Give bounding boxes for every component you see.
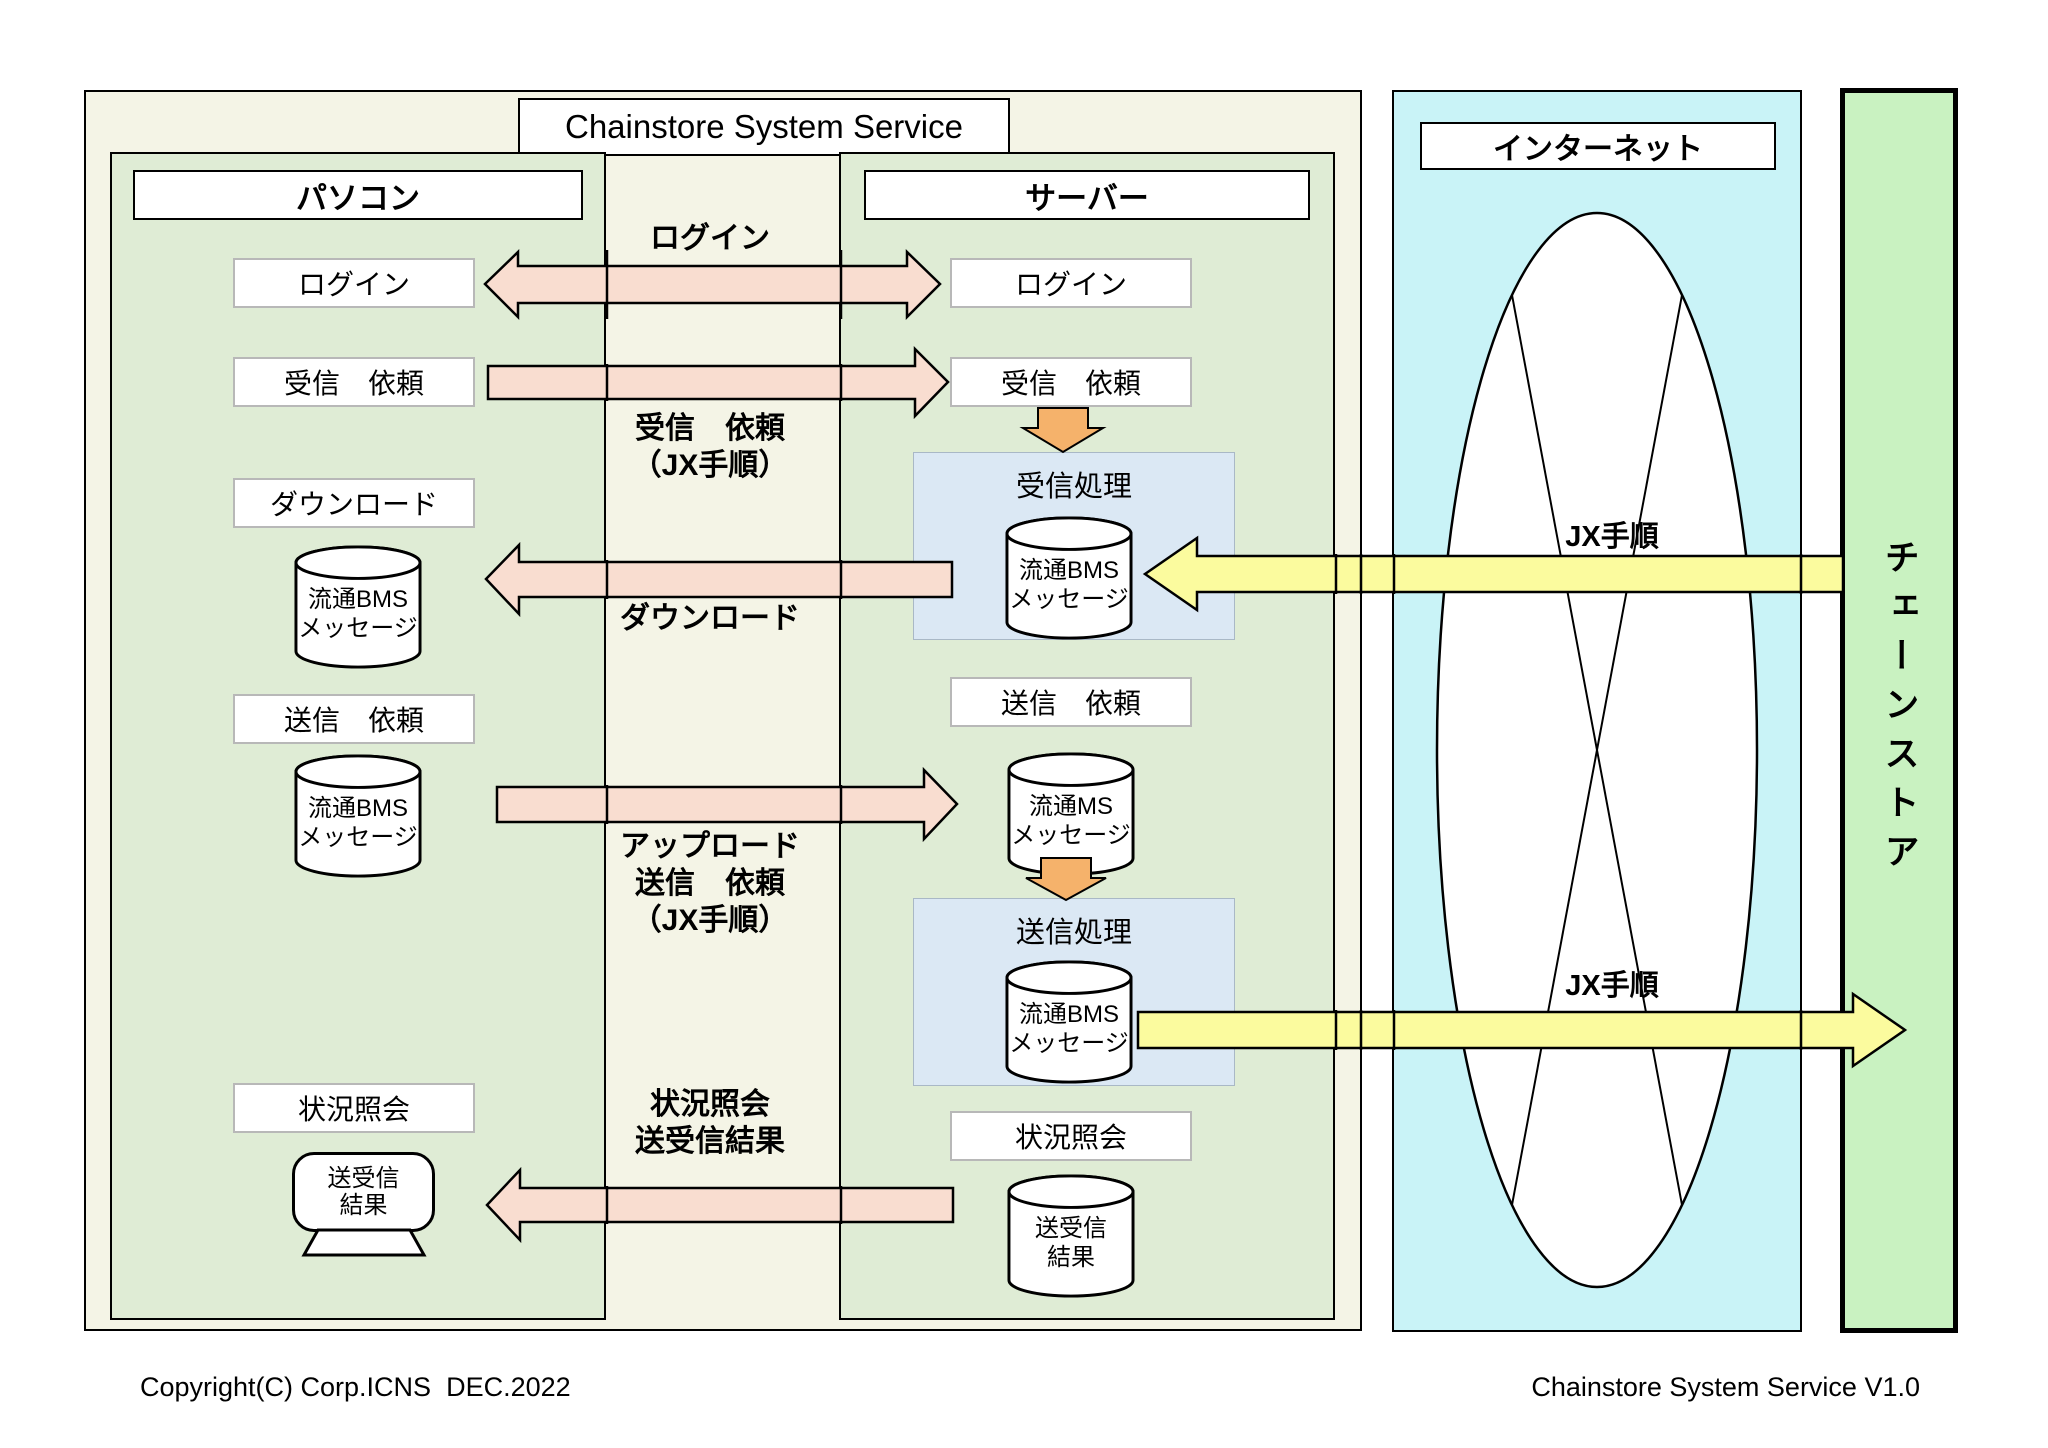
internet-box xyxy=(1392,90,1802,1332)
server-send-cylinder: 流通BMS メッセージ xyxy=(1003,958,1135,1086)
version-text: Chainstore System Service V1.0 xyxy=(1531,1372,1920,1402)
server-receive-cylinder: 流通BMS メッセージ xyxy=(1003,514,1135,642)
server-result-cylinder-label: 送受信 結果 xyxy=(1035,1215,1107,1271)
pc-upload-cylinder: 流通BMS メッセージ xyxy=(292,752,424,880)
pc-status-inquiry-box: 状況照会 xyxy=(233,1083,475,1133)
pc-column-title: パソコン xyxy=(296,180,420,216)
chainstore-box: チェーンストア xyxy=(1840,88,1958,1333)
page-title: Chainstore System Service xyxy=(565,108,963,145)
server-send-request-cylinder-label: 流通MS メッセージ xyxy=(1011,793,1131,849)
page-title-box: Chainstore System Service xyxy=(518,98,1010,156)
pc-result-monitor-label: 送受信 結果 xyxy=(327,1165,400,1219)
server-send-request-box: 送信 依頼 xyxy=(950,677,1192,727)
server-login-box: ログイン xyxy=(950,258,1192,308)
server-column-title-box: サーバー xyxy=(864,170,1310,220)
server-send-cylinder-label: 流通BMS メッセージ xyxy=(1009,1001,1129,1057)
pc-download-cylinder: 流通BMS メッセージ xyxy=(292,543,424,671)
cylinder-shape-icon xyxy=(294,754,422,878)
server-receive-request-label: 受信 依頼 xyxy=(1000,368,1141,399)
pc-download-box: ダウンロード xyxy=(233,478,475,528)
server-send-request-label: 送信 依頼 xyxy=(1000,688,1141,719)
pc-download-cylinder-label: 流通BMS メッセージ xyxy=(298,586,418,642)
server-result-cylinder: 送受信 結果 xyxy=(1005,1172,1137,1300)
server-receive-request-box: 受信 依頼 xyxy=(950,357,1192,407)
server-login-label: ログイン xyxy=(1014,269,1127,300)
pc-receive-request-box: 受信 依頼 xyxy=(233,357,475,407)
pc-send-request-label: 送信 依頼 xyxy=(283,705,424,736)
pc-send-request-box: 送信 依頼 xyxy=(233,694,475,744)
pc-login-box: ログイン xyxy=(233,258,475,308)
cylinder-shape-icon xyxy=(1007,752,1135,876)
flow-label-login: ログイン xyxy=(650,222,770,255)
server-receive-cylinder-label: 流通BMS メッセージ xyxy=(1009,557,1129,613)
pc-result-monitor: 送受信 結果 xyxy=(292,1152,435,1232)
flow-label-upload: アップロード 送信 依頼 （JX手順） xyxy=(620,830,800,937)
server-send-request-cylinder: 流通MS メッセージ xyxy=(1005,750,1137,878)
pc-column-title-box: パソコン xyxy=(133,170,583,220)
jx-label-top: JX手順 xyxy=(1565,521,1659,553)
pc-download-label: ダウンロード xyxy=(269,489,438,520)
pc-upload-cylinder-label: 流通BMS メッセージ xyxy=(298,795,418,851)
cylinder-shape-icon xyxy=(1005,960,1133,1084)
chainstore-title: チェーンストア xyxy=(1879,539,1919,882)
server-status-inquiry-box: 状況照会 xyxy=(950,1111,1192,1161)
copyright-text: Copyright(C) Corp.ICNS DEC.2022 xyxy=(140,1372,571,1402)
flow-label-download: ダウンロード xyxy=(620,602,800,635)
send-process-label: 送信処理 xyxy=(1015,917,1132,949)
cylinder-shape-icon xyxy=(294,545,422,669)
pc-login-label: ログイン xyxy=(297,269,410,300)
flow-label-status: 状況照会 送受信結果 xyxy=(635,1088,785,1158)
cylinder-shape-icon xyxy=(1007,1174,1135,1298)
cylinder-shape-icon xyxy=(1005,516,1133,640)
server-status-inquiry-label: 状況照会 xyxy=(1014,1122,1127,1153)
jx-label-bottom: JX手順 xyxy=(1565,970,1659,1002)
receive-process-label: 受信処理 xyxy=(1015,471,1132,503)
flow-label-receive-request: 受信 依頼 （JX手順） xyxy=(631,412,789,482)
internet-title: インターネット xyxy=(1493,133,1703,166)
server-column-title: サーバー xyxy=(1025,180,1149,216)
pc-status-inquiry-label: 状況照会 xyxy=(297,1094,410,1125)
pc-receive-request-label: 受信 依頼 xyxy=(283,368,424,399)
internet-title-box: インターネット xyxy=(1420,122,1776,170)
